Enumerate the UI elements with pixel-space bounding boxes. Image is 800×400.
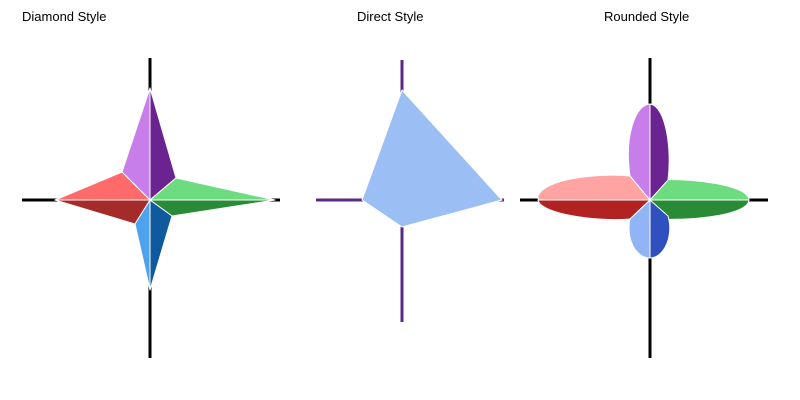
direct-style-title: Direct Style: [357, 9, 424, 24]
diamond-style-panel: [22, 58, 280, 358]
rounded-style-title: Rounded Style: [604, 9, 690, 24]
direct-shape: [361, 89, 503, 228]
direct-style-panel: [316, 60, 504, 322]
rounded-down-petal-right: [649, 199, 671, 259]
rounded-style-panel: [520, 58, 768, 358]
rounded-up-petal-right: [649, 103, 670, 201]
rounded-up-petal-left: [627, 103, 651, 201]
diamond-style-title: Diamond Style: [22, 9, 107, 24]
diamond-down-petal-right: [149, 199, 173, 291]
diamond-left-petal-bottom: [54, 199, 151, 225]
rounded-left-petal-bottom: [537, 199, 651, 221]
